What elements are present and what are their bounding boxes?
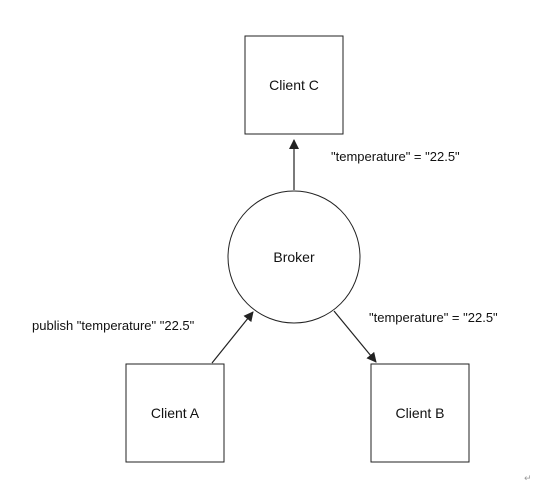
broker-to-client-b-label: "temperature" = "22.5": [369, 310, 498, 325]
broker-to-client-c-label: "temperature" = "22.5": [331, 149, 460, 164]
client-a-node: Client A: [125, 363, 225, 463]
broker-node: Broker: [227, 190, 361, 324]
edge-client-a-to-broker: [211, 311, 254, 364]
edge-broker-to-client-b: [333, 310, 377, 363]
client-a-label: Client A: [151, 405, 200, 421]
client-b-node: Client B: [370, 363, 470, 463]
broker-label: Broker: [273, 249, 315, 265]
client-b-label: Client B: [395, 405, 444, 421]
client-a-publish-label: publish "temperature" "22.5": [32, 318, 195, 333]
client-c-node: Client C: [244, 35, 344, 135]
return-mark-icon: ↵: [524, 474, 532, 484]
client-c-label: Client C: [269, 77, 319, 93]
